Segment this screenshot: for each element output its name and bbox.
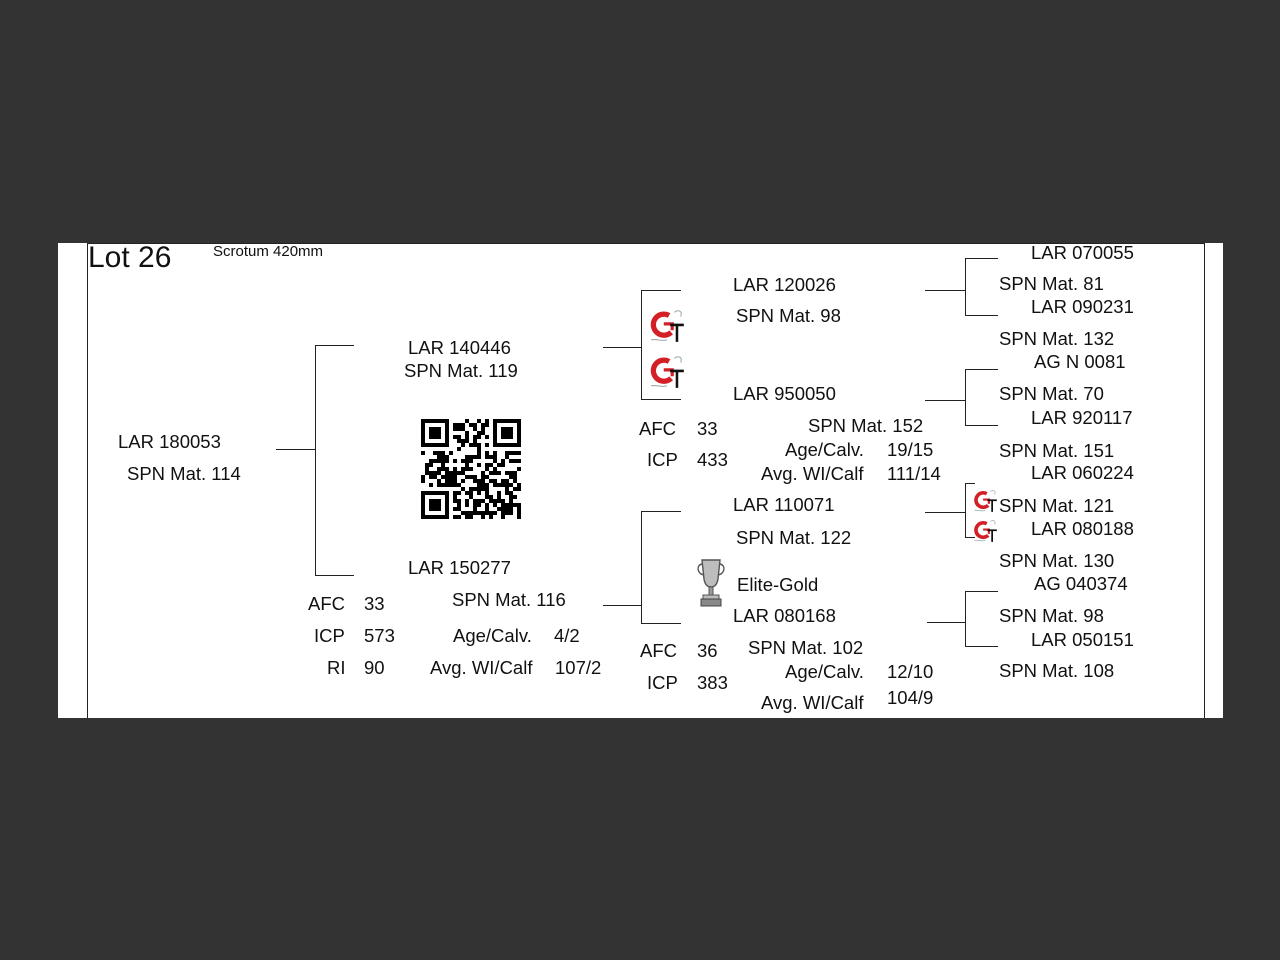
ds-award: Elite-Gold	[737, 574, 819, 595]
gt-logo-icon	[974, 520, 997, 542]
connector	[315, 575, 354, 576]
connector	[641, 290, 642, 399]
gt-logo-icon	[650, 356, 684, 388]
connector	[641, 511, 642, 623]
connector	[965, 537, 975, 538]
sd-id: LAR 950050	[733, 383, 836, 404]
ds-spn: SPN Mat. 122	[736, 527, 852, 548]
ggp-spn: SPN Mat. 81	[999, 273, 1104, 294]
dam-afc-label: AFC	[308, 593, 345, 614]
subject-id: LAR 180053	[118, 431, 221, 452]
sd-spn: SPN Mat. 152	[808, 415, 924, 436]
connector	[315, 345, 354, 346]
ggp-spn: SPN Mat. 108	[999, 660, 1115, 681]
connector	[965, 258, 998, 259]
ggp-spn: SPN Mat. 70	[999, 383, 1104, 404]
dam-icp-label: ICP	[314, 625, 345, 646]
dam-age-calv-value: 4/2	[554, 625, 580, 646]
dd-avg-wi-value: 104/9	[887, 687, 934, 708]
ggp-spn: SPN Mat. 130	[999, 550, 1115, 571]
connector	[927, 622, 965, 623]
ggp-id: LAR 090231	[1031, 296, 1134, 317]
dd-id: LAR 080168	[733, 605, 836, 626]
dam-icp-value: 573	[364, 625, 395, 646]
connector	[641, 290, 681, 291]
sire-spn: SPN Mat. 119	[404, 360, 518, 381]
ggp-id: AG 040374	[1034, 573, 1128, 594]
ggp-spn: SPN Mat. 151	[999, 440, 1115, 461]
connector	[965, 483, 975, 484]
dd-age-calv-label: Age/Calv.	[785, 661, 864, 682]
connector	[965, 646, 998, 647]
ggp-spn: SPN Mat. 98	[999, 605, 1104, 626]
connector	[315, 345, 316, 575]
connector	[925, 512, 965, 513]
dd-age-calv-value: 12/10	[887, 661, 934, 682]
ggp-id: AG N 0081	[1034, 351, 1126, 372]
connector	[276, 449, 315, 450]
gt-logo-icon	[974, 490, 997, 512]
right-border	[1204, 243, 1205, 718]
sd-icp-label: ICP	[647, 449, 678, 470]
sd-avg-wi-label: Avg. WI/Calf	[761, 463, 864, 484]
dam-ri-value: 90	[364, 657, 385, 678]
left-border	[87, 243, 88, 718]
connector	[603, 605, 641, 606]
ggp-id: LAR 920117	[1031, 407, 1133, 428]
dam-age-calv-label: Age/Calv.	[453, 625, 532, 646]
sd-afc-label: AFC	[639, 418, 676, 439]
dd-afc-label: AFC	[640, 640, 677, 661]
dd-icp-value: 383	[697, 672, 728, 693]
ggp-spn: SPN Mat. 132	[999, 328, 1115, 349]
dam-spn: SPN Mat. 116	[452, 589, 566, 610]
connector	[965, 425, 998, 426]
sd-age-calv-label: Age/Calv.	[785, 439, 864, 460]
dam-avg-wi-label: Avg. WI/Calf	[430, 657, 533, 678]
dam-id: LAR 150277	[408, 557, 511, 578]
top-border	[87, 243, 1204, 244]
lot-title: Lot 26	[88, 243, 172, 274]
connector	[925, 290, 965, 291]
dam-afc-value: 33	[364, 593, 385, 614]
connector	[641, 511, 681, 512]
connector	[965, 369, 966, 425]
trophy-icon	[697, 559, 725, 607]
connector	[965, 483, 966, 537]
connector	[965, 315, 998, 316]
sd-icp-value: 433	[697, 449, 728, 470]
connector	[965, 591, 998, 592]
subject-spn: SPN Mat. 114	[127, 463, 241, 484]
connector	[965, 258, 966, 315]
connector	[965, 591, 966, 646]
ds-id: LAR 110071	[733, 494, 835, 515]
sd-age-calv-value: 19/15	[887, 439, 934, 460]
ggp-spn: SPN Mat. 121	[999, 495, 1115, 516]
connector	[965, 369, 998, 370]
dd-icp-label: ICP	[647, 672, 678, 693]
gt-logo-icon	[650, 310, 684, 342]
dd-avg-wi-label: Avg. WI/Calf	[761, 692, 864, 713]
connector	[641, 623, 681, 624]
ggp-id: LAR 070055	[1031, 243, 1134, 263]
ggp-id: LAR 060224	[1031, 462, 1134, 483]
dd-spn: SPN Mat. 102	[748, 637, 864, 658]
connector	[603, 347, 641, 348]
ss-id: LAR 120026	[733, 274, 836, 295]
qr-code-icon[interactable]	[421, 419, 521, 519]
dam-avg-wi-value: 107/2	[555, 657, 602, 678]
connector	[641, 399, 681, 400]
pedigree-card: Lot 26 Scrotum 420mm LAR 180053 SPN Mat.…	[58, 243, 1223, 718]
dam-ri-label: RI	[327, 657, 346, 678]
dd-afc-value: 36	[697, 640, 718, 661]
sire-id: LAR 140446	[408, 337, 511, 358]
connector	[925, 400, 965, 401]
sd-afc-value: 33	[697, 418, 718, 439]
scrotum-size: Scrotum 420mm	[213, 243, 324, 260]
ggp-id: LAR 080188	[1031, 518, 1134, 539]
ggp-id: LAR 050151	[1031, 629, 1134, 650]
ss-spn: SPN Mat. 98	[736, 305, 841, 326]
sd-avg-wi-value: 111/14	[887, 463, 941, 484]
